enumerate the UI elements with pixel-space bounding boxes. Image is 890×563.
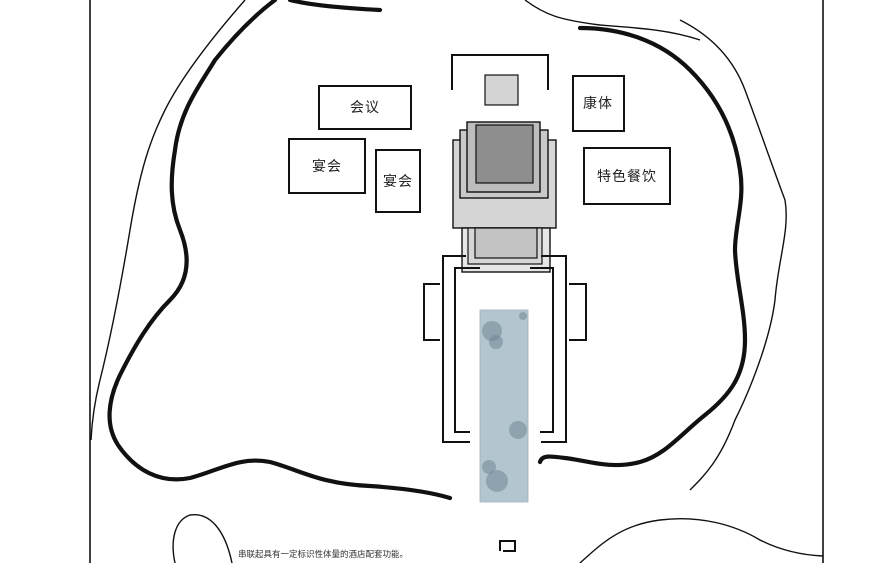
outer-contour-right — [679, 19, 787, 491]
specialty-dining-block — [583, 147, 671, 205]
specialty-dining-label: 特色餐饮 — [597, 168, 657, 185]
island-outline-right — [537, 25, 748, 468]
water-spots — [482, 312, 527, 492]
caption: 串联起具有一定标识性体量的酒店配套功能。 — [238, 549, 408, 560]
fitness-label: 康体 — [583, 95, 613, 112]
banquet-label-left: 宴会 — [312, 158, 342, 175]
lower-volume-core — [474, 227, 538, 259]
corridor-inner-frame — [454, 267, 554, 433]
right-wing-bracket — [569, 283, 587, 341]
corridor-outer-frame — [442, 255, 567, 443]
left-wing-bracket — [423, 283, 440, 341]
meeting-label: 会议 — [350, 100, 380, 116]
island-outline-top — [287, 0, 383, 13]
island-outline — [107, 0, 453, 501]
banquet-block-left — [288, 138, 366, 194]
tower-core — [475, 124, 534, 184]
water-spot — [486, 470, 508, 492]
water-spot — [509, 421, 527, 439]
top-bracket-frame — [451, 54, 549, 90]
outer-contour-bottom-right — [579, 518, 824, 563]
outer-contour-top — [524, 0, 701, 41]
entrance-marker — [499, 540, 516, 552]
water-spot — [489, 335, 503, 349]
outer-contour-bottom-left — [172, 514, 233, 563]
water-spot — [482, 460, 496, 474]
meeting-block — [318, 85, 412, 130]
lobby-small-block — [484, 74, 519, 106]
water-spot — [519, 312, 527, 320]
fitness-block — [572, 75, 625, 132]
banquet-block-right — [375, 149, 421, 213]
outer-contour-left — [90, 0, 246, 441]
banquet-label-right: 宴会 — [383, 173, 413, 190]
